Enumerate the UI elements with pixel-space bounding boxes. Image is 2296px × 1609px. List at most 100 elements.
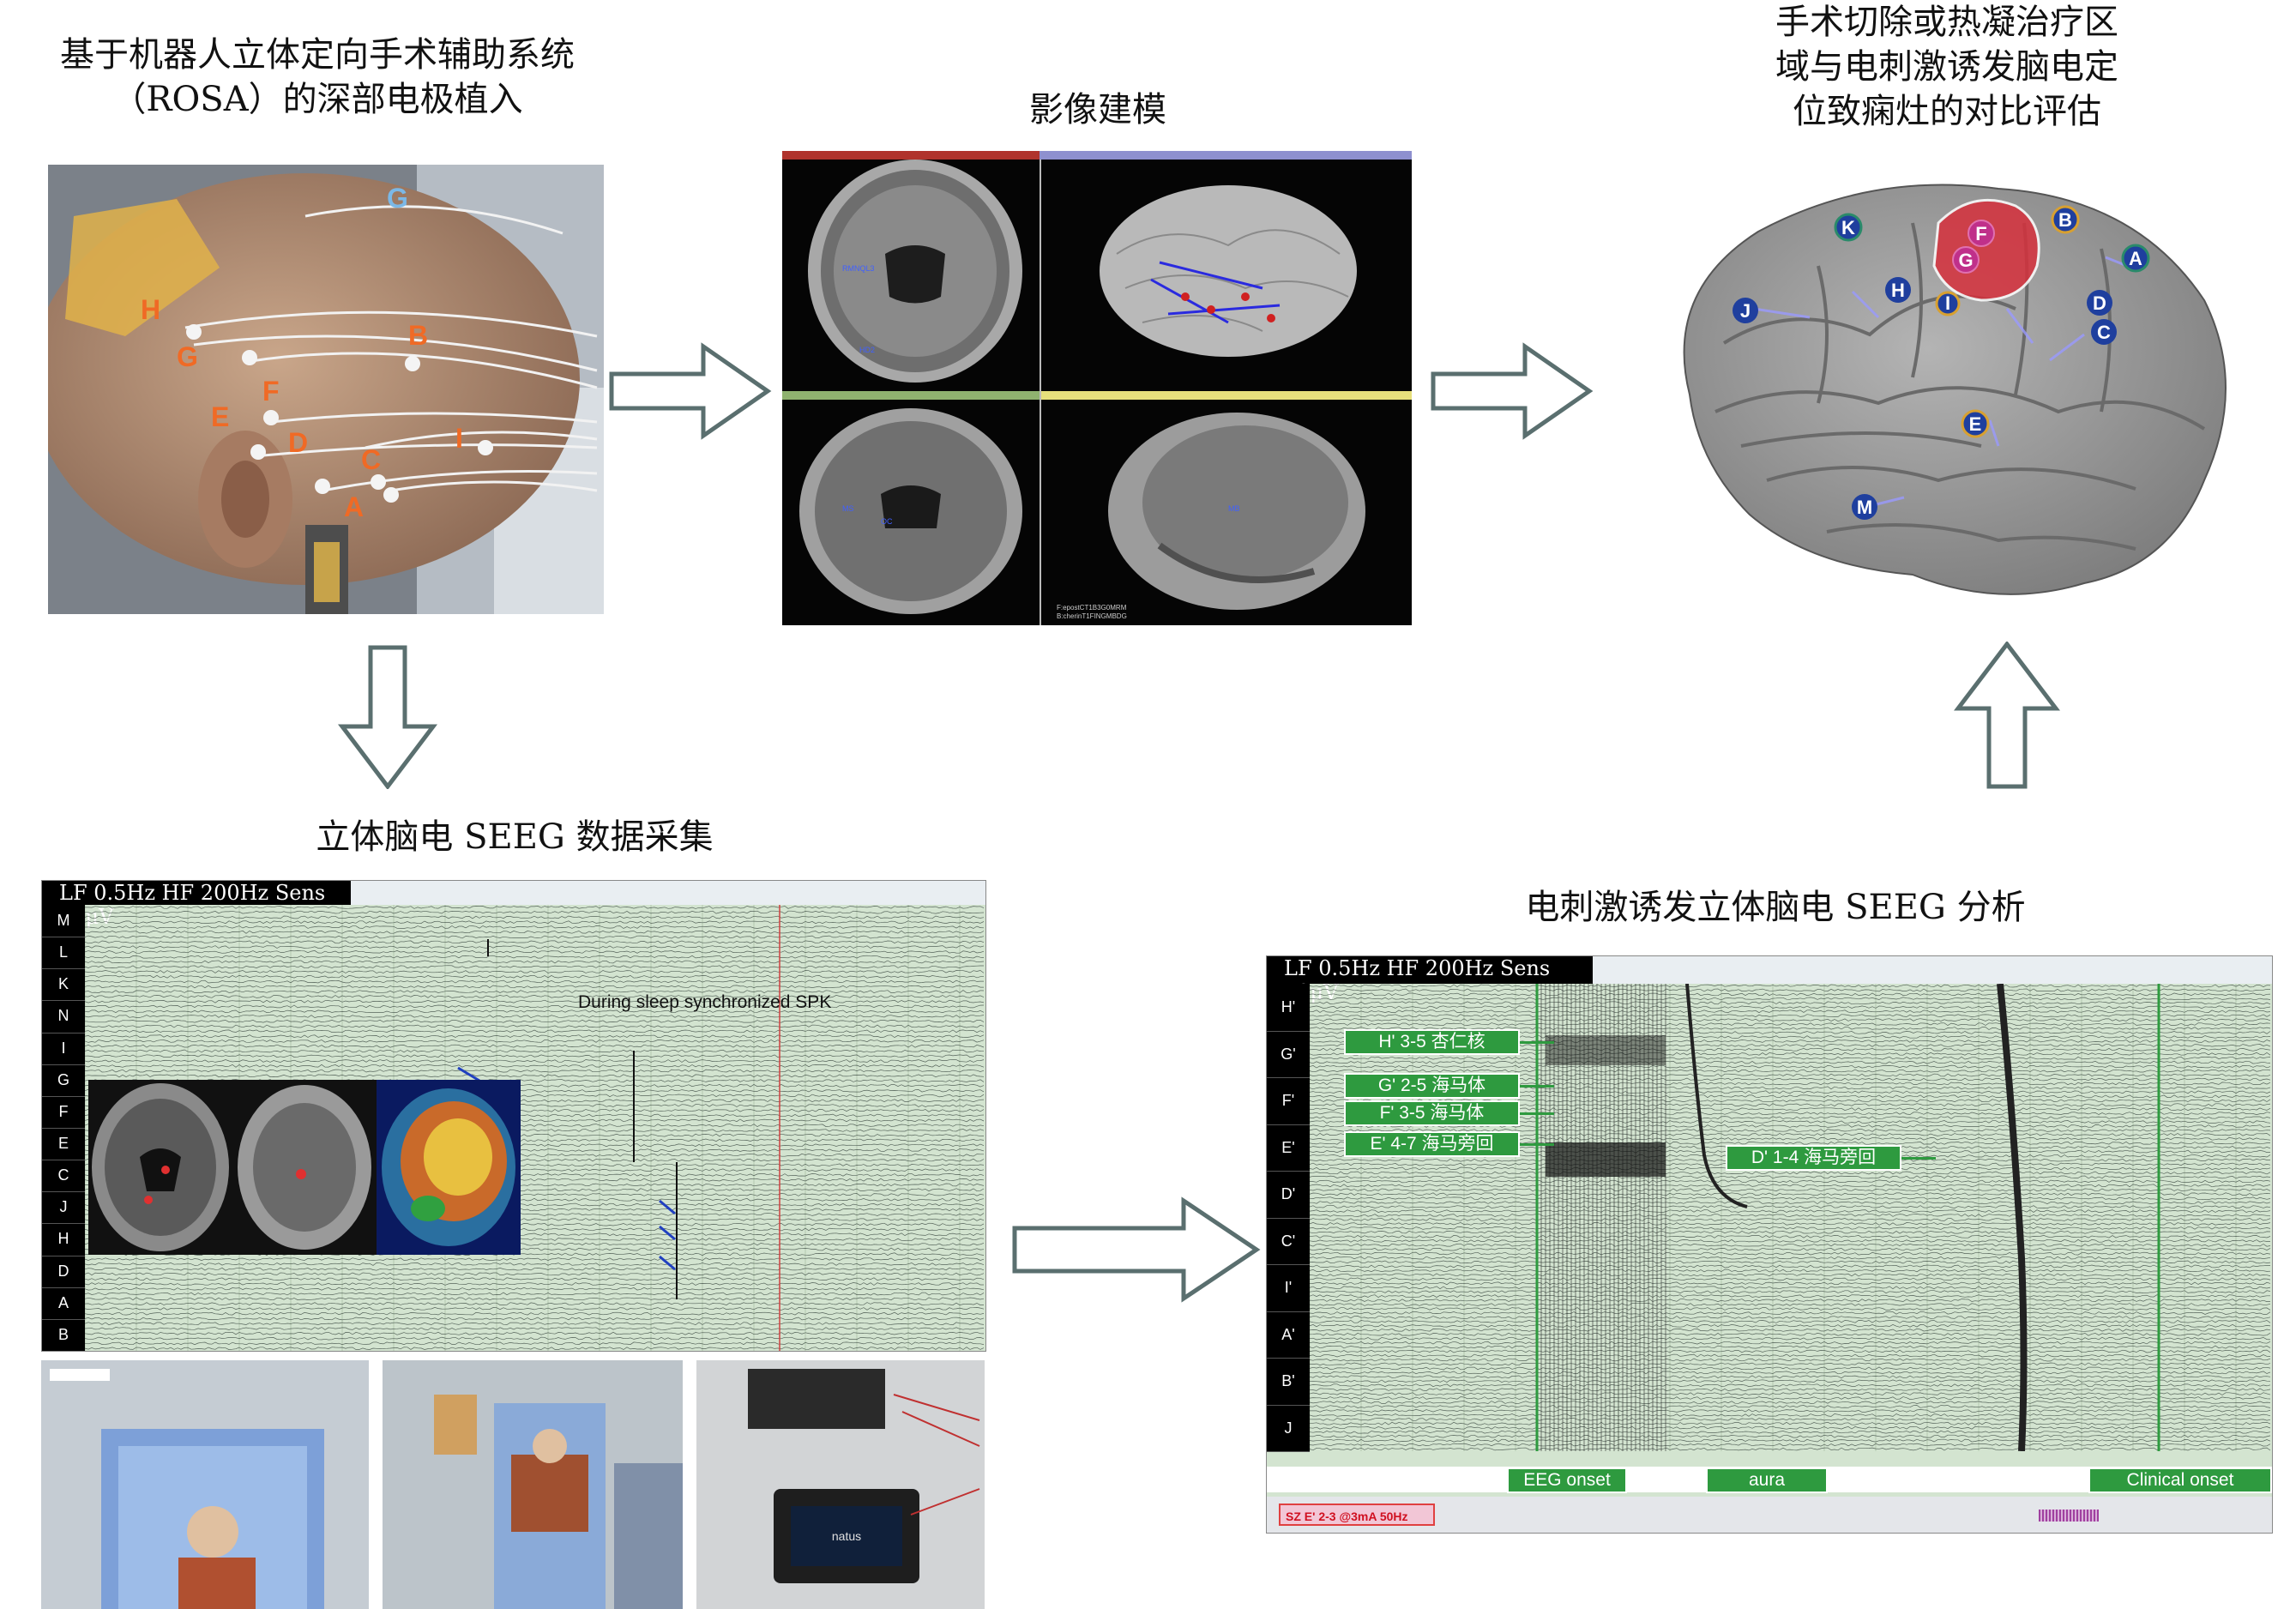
arrow-right-2 [1431,342,1594,440]
title-eval-line1: 手术切除或热凝治疗区 [1775,3,2118,42]
channel-label: C [42,1160,85,1193]
channel-label: F' [1267,1077,1310,1125]
eeg-left-toolbar [351,881,985,905]
title-seeg-analysis: 电刺激诱发立体脑电 SEEG 分析 [1525,888,2026,927]
title-rosa: 基于机器人立体定向手术辅助系统 （ROSA）的深部电极植入 [17,33,618,122]
natus-logo-text: natus [832,1529,861,1543]
channel-label: I [42,1033,85,1065]
svg-text:HD2: HD2 [859,346,875,354]
eeg-left-header: LF 0.5Hz HF 200Hz Sens 70μV [42,881,368,929]
eeg-left-annotation: During sleep synchronized SPK [578,992,832,1012]
channel-label: J [42,1191,85,1225]
channel-label: L [42,937,85,970]
channel-label: N [42,1000,85,1033]
head-label: D [288,427,308,458]
electrode-label: D' 1-4 海马旁回 [1726,1145,1901,1171]
channel-label: G' [1267,1031,1310,1078]
electrode-label: H' 3-5 杏仁核 [1344,1029,1520,1055]
head-label: E [211,401,229,432]
svg-text:MS: MS [842,504,854,513]
head-label: G [387,183,408,214]
arrow-right-1 [609,342,772,440]
channel-label: B [42,1319,85,1351]
electrode-label: E' 4-7 海马旁回 [1344,1131,1520,1157]
title-imaging: 影像建模 [1029,90,1166,130]
electrode-label: F' 3-5 海马体 [1344,1100,1520,1126]
title-eval-line2: 域与电刺激诱发脑电定 [1775,47,2118,87]
inset-pet [377,1080,521,1255]
title-eval-line3: 位致痫灶的对比评估 [1793,92,2101,131]
channel-label: D' [1267,1171,1310,1219]
svg-text:B:cherinT1FINGMBDG: B:cherinT1FINGMBDG [1057,612,1127,620]
eeg-right-toolbar [1593,956,2272,984]
brain-label: K [1841,217,1855,238]
channel-label: C' [1267,1218,1310,1265]
rosa-head-photo: G H G B F E D C I A [48,165,604,614]
brain-label: H [1891,280,1905,301]
channel-label: A' [1267,1311,1310,1359]
channel-label: E' [1267,1124,1310,1172]
electrode-label-pointer [1520,1143,1554,1146]
head-label: H [141,294,160,325]
inset-mri-2 [232,1080,377,1255]
svg-text:OC: OC [881,517,893,526]
inset-mri-1 [88,1080,232,1255]
channel-label: E [42,1128,85,1161]
stim-label: SZ E' 2-3 @3mA 50Hz [1279,1504,1435,1526]
eeg-right-header: LF 0.5Hz HF 200Hz Sens 70μV [1267,956,1610,1004]
brain-label: B [2058,209,2072,231]
channel-label: B' [1267,1358,1310,1406]
channel-label: K [42,968,85,1002]
natus-device-photo: natus [696,1360,985,1609]
head-label: A [344,491,364,522]
eeg-right-panel: LF 0.5Hz HF 200Hz Sens 70μV H'G'F'E'D'C'… [1266,955,2273,1534]
channel-label: D [42,1256,85,1288]
head-label: C [361,444,381,475]
channel-label: I' [1267,1264,1310,1312]
marker-aura: aura [1706,1467,1828,1493]
head-label: I [455,423,463,454]
patient-photo-1 [41,1360,369,1609]
arrow-down [337,645,438,789]
title-rosa-line1: 基于机器人立体定向手术辅助系统 [60,35,575,75]
svg-text:F:epostCT1B3G0MRM: F:epostCT1B3G0MRM [1057,604,1127,612]
brain-label: F [1975,223,1986,244]
electrode-label-pointer [1520,1112,1554,1115]
svg-text:RMNQL3: RMNQL3 [842,264,875,273]
eeg-right-traces [1310,984,2271,1451]
arrow-right-3 [1012,1196,1261,1303]
brain-label: E [1969,413,1982,435]
svg-text:MB: MB [1228,504,1240,513]
brain-label: G [1958,250,1973,271]
channel-label: H' [1267,984,1310,1032]
channel-label: M [42,905,85,938]
marker-eeg-onset: EEG onset [1507,1467,1627,1493]
channel-label: H [42,1223,85,1256]
stim-timeline [2039,1510,2099,1522]
head-label: G [177,341,198,372]
channel-label: F [42,1096,85,1129]
brain-label: I [1945,292,1950,314]
channel-label: G [42,1064,85,1097]
brain-3d-evaluation: K F G B A J H I D C E M [1655,172,2239,626]
head-label: F [262,376,280,407]
brain-label: A [2129,248,2142,269]
electrode-label-pointer [1520,1041,1554,1044]
title-seeg-collect: 立体脑电 SEEG 数据采集 [316,817,714,857]
brain-label: J [1740,300,1751,322]
patient-photo-2 [383,1360,683,1609]
channel-label: J [1267,1405,1310,1452]
arrow-up [1954,642,2060,789]
brain-label: C [2097,322,2111,343]
electrode-label: G' 2-5 海马体 [1344,1073,1520,1099]
title-evaluation: 手术切除或热凝治疗区 域与电刺激诱发脑电定 位致痫灶的对比评估 [1681,0,2213,134]
electrode-label-pointer [1520,1085,1554,1088]
channel-label: A [42,1287,85,1320]
marker-clinical-onset: Clinical onset [2088,1467,2272,1493]
title-rosa-line2: （ROSA）的深部电极植入 [111,80,523,119]
eeg-right-channel-column: H'G'F'E'D'C'I'A'B'J [1267,984,1310,1452]
electrode-label-pointer [1901,1157,1936,1160]
brain-label: D [2093,292,2106,314]
